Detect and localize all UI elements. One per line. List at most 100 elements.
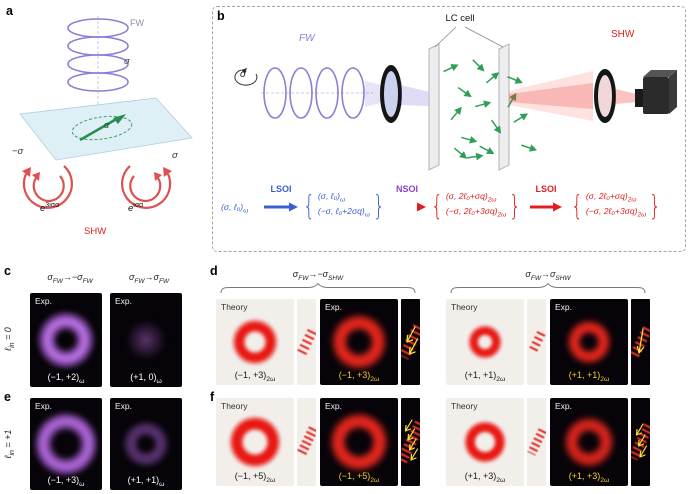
anisotropy-plane [19,97,193,161]
shw-coil-right [120,165,172,209]
panel-d-exp-fringe-1 [401,299,420,385]
eq-group3-top-main: (σ, 2ℓ₀+σq) [585,191,628,201]
phase-right-label: eiσα [128,202,143,214]
panel-c-header-1: σFW→−σFW [22,272,118,285]
phase-left-base: e [40,203,46,215]
eq-group1-brace-close: } [372,189,385,222]
sigma-right-label: σ [172,150,178,161]
eq-term1-sub: ω [243,207,249,215]
d-h2-s2: SHW [555,274,571,282]
f-g2-theory-label-main: (+1, +3) [464,471,497,482]
f-g2-exp-label-sub: 2ω [600,477,610,484]
panel-f-theory-fringe-1 [297,398,316,486]
c-row-rest: = 0 [3,327,13,343]
e-img2-label-sub: ω [159,481,165,488]
fringe-tilt-arrows [635,423,648,458]
f-g2-theory-label: (+1, +3)2ω [446,471,524,484]
c-img1-tag: Exp. [35,296,53,306]
panel-b-letter: b [217,9,225,23]
d-h1-p2: →−σ [308,269,329,279]
eq-group2-top: (σ, 2ℓ₀+σq)2ω [446,191,506,206]
eq-group2: { (σ, 2ℓ₀+σq)2ω (−σ, 2ℓ₀+3σq)2ω } [429,191,523,220]
fw-beam-focusing [401,85,429,106]
eq-group2-top-sub: 2ω [487,196,497,204]
c-h2-s1: FW [134,277,145,285]
fringe-tilt-arrows [636,328,645,354]
eq-group1-brace-open: { [302,189,315,222]
eq-group1: { (σ, ℓ₀)ω (−σ, ℓ₀+2σq)ω } [301,191,387,220]
nsoi-arrow [388,202,426,212]
d-g1-exp-tag: Exp. [325,302,343,312]
eq-group3-bottom-main: (−σ, 2ℓ₀+3σq) [585,205,638,216]
c-row-sub: in [8,342,16,348]
f-g2-exp-tag: Exp. [555,401,573,411]
shw-coil-left [22,165,74,209]
c-h1-p1: σ [47,272,53,282]
lens-2 [594,69,616,123]
panel-d-exp-image-1: Exp. (−1, +3)2ω [320,299,398,385]
eq-group3-brace-open: { [570,189,583,222]
panel-e-exp-image-1: Exp. (−1, +3)ω [30,398,102,490]
d-h1-s1: FW [298,274,309,282]
panel-c-letter: c [4,264,11,278]
f-g1-exp-label-sub: 2ω [370,477,380,484]
fw-helix [67,18,129,92]
d-g1-theory-label: (−1, +3)2ω [216,370,294,383]
shw-beam-to-camera [615,89,637,104]
d-g2-exp-label: (+1, +1)2ω [550,370,628,383]
panel-d-header-1: σFW→−σSHW [216,269,420,282]
gaussian-spot-purple [122,316,170,364]
vortex-donut-red-theory [226,413,284,471]
sigma-rotation-arrow [234,68,258,86]
d-h1-p1: σ [292,269,299,279]
d-g2-exp-label-main: (+1, +1) [568,370,601,381]
d-h2-p2: →σ [540,269,556,279]
d-g2-exp-tag: Exp. [555,302,573,312]
eq-group2-top-main: (σ, 2ℓ₀+σq) [445,191,488,201]
c-img2-label-main: (+1, 0) [130,372,157,383]
phase-left-exponent: 3iσα [45,202,60,209]
e-img1-label: (−1, +3)ω [30,475,102,488]
vortex-donut-red-exp [563,316,615,368]
eq-group1-top-main: (σ, ℓ₀) [317,191,340,201]
panel-c-exp-image-1: Exp. (−1, +2)ω [30,293,102,387]
panel-d-letter: d [210,264,218,278]
d-g1-theory-label-sub: 2ω [266,376,276,383]
c-img1-label-sub: ω [79,378,85,385]
f-g2-theory-label-sub: 2ω [496,477,506,484]
c-h1-s1: FW [52,277,63,285]
panel-c-row-label: ℓin = 0 [3,293,16,385]
e-img1-tag: Exp. [35,401,53,411]
lc-cell-label: LC cell [445,13,475,24]
camera-icon [635,70,677,114]
f-g1-exp-tag: Exp. [325,401,343,411]
lens-1 [380,65,402,123]
eq-group1-top: (σ, ℓ₀)ω [318,191,370,206]
panel-e-letter: e [4,390,11,404]
panel-f-letter: f [210,390,215,404]
vortex-donut-red-exp [329,312,389,372]
d-g2-theory-label-sub: 2ω [496,376,506,383]
c-img2-tag: Exp. [115,296,133,306]
vortex-donut-red-theory [459,416,511,468]
panel-e-row-label: ℓin = +1 [3,398,16,490]
panel-f-exp-fringe-2 [631,398,650,486]
fw-helix-b [263,67,365,119]
eq-group1-bottom: (−σ, ℓ₀+2σq)ω [318,206,370,221]
c-row-main: ℓ [3,347,13,351]
panel-c-exp-image-2: Exp. (+1, 0)ω [110,293,182,387]
d-g1-exp-label-main: (−1, +3) [338,370,371,381]
d-g1-exp-label-sub: 2ω [370,376,380,383]
d-g2-theory-tag: Theory [451,302,478,312]
alpha-label: α [104,120,110,130]
vortex-donut-purple [35,309,97,371]
vortex-donut-red-theory [463,320,507,364]
lsoi2-arrow [530,202,562,212]
d-g1-theory-tag: Theory [221,302,248,312]
eq-group2-bottom: (−σ, 2ℓ₀+3σq)2ω [446,206,506,221]
shw-label-a: SHW [84,226,107,237]
lsoi2-label: LSOI [535,184,557,194]
eq-group3-top-sub: 2ω [627,196,637,204]
c-img1-label-main: (−1, +2) [47,372,80,383]
